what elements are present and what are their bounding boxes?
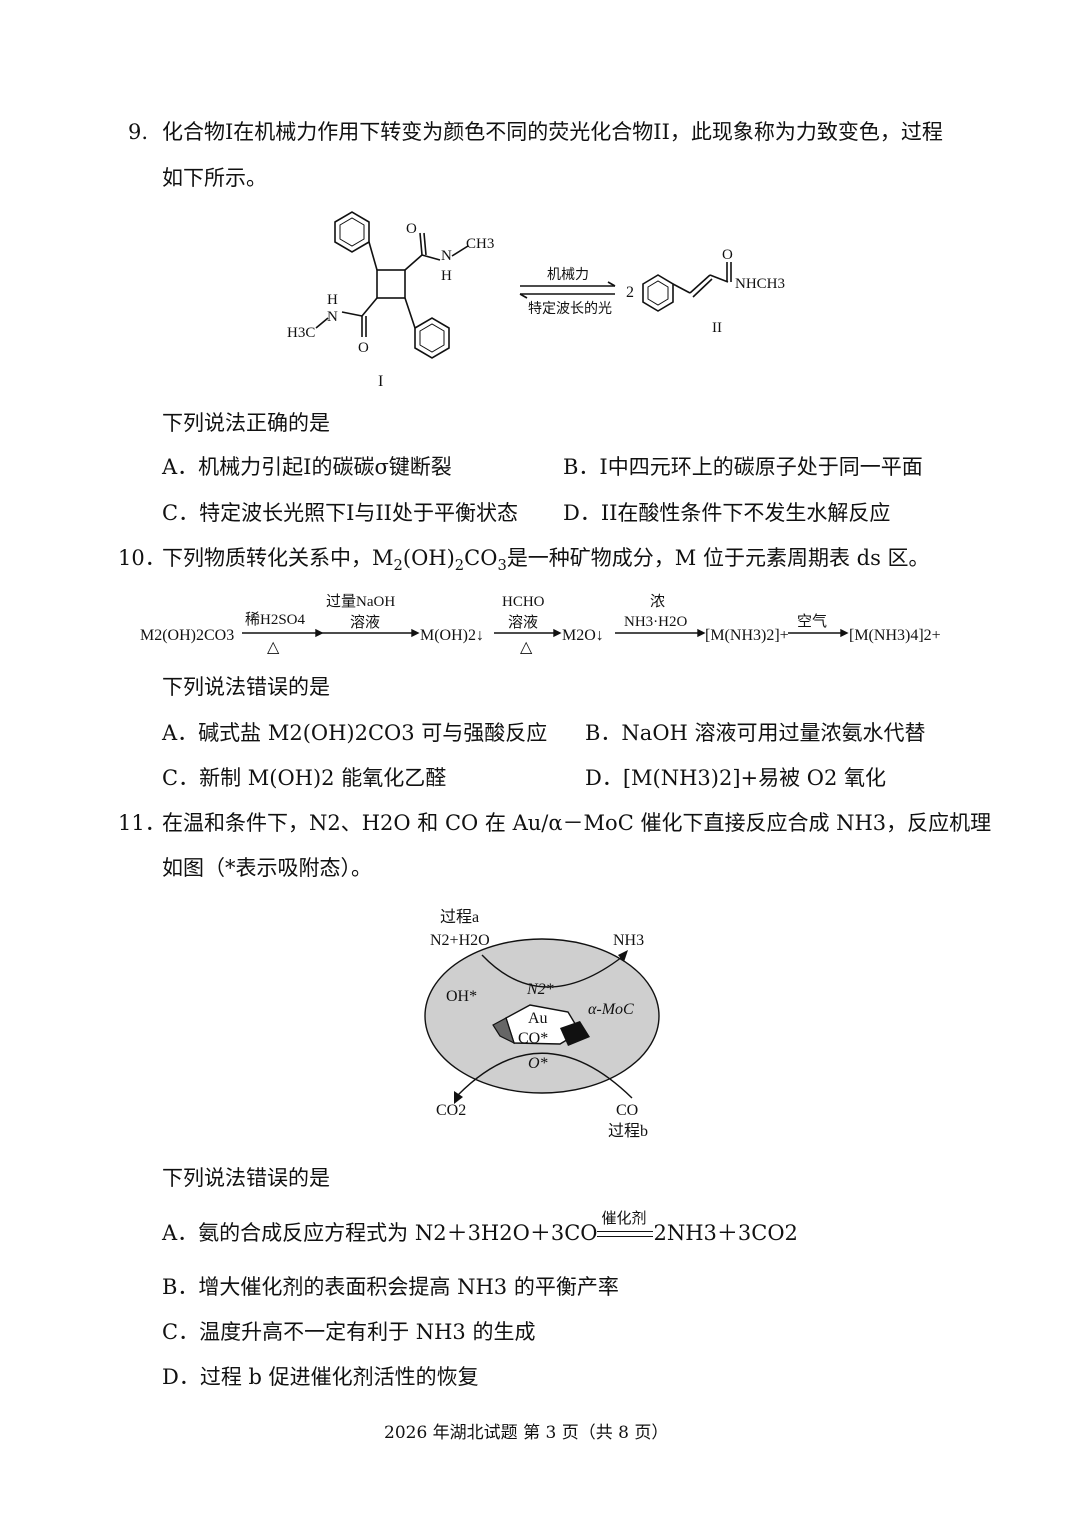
q11-co2-label: CO2: [436, 1102, 466, 1119]
q10-species-3: M2O↓: [562, 627, 604, 644]
q9-reaction-scheme: O N H CH3 H N H3C O I 机械力 特定波长的光 2 O NHC…: [287, 211, 785, 390]
q9-prompt: 下列说法正确的是: [162, 411, 330, 435]
q9-label-II: II: [712, 320, 722, 336]
q9-methyl-bottom: H3C: [287, 325, 315, 341]
q11-n2-adsorbed-label: N2*: [526, 981, 554, 998]
q11-equal-arrow: 催化剂: [597, 1210, 654, 1245]
q10-option-d[interactable]: D．[M(NH3)2]+易被 O2 氧化: [585, 766, 887, 790]
q9-option-c[interactable]: C．特定波长光照下I与II处于平衡状态: [162, 501, 518, 525]
q11-co-label: CO: [616, 1102, 638, 1119]
q10-reagent-2-solution: 溶液: [350, 614, 380, 631]
q11-o-adsorbed-label: O*: [528, 1055, 548, 1072]
q10-reagent-3-solution: 溶液: [508, 614, 538, 631]
q11-co-adsorbed-label: CO*: [518, 1030, 548, 1047]
q9-amide-oxygen-top: O: [406, 221, 417, 237]
q9-option-b[interactable]: B．I中四元环上的碳原子处于同一平面: [563, 455, 923, 479]
q9-option-d[interactable]: D．II在酸性条件下不发生水解反应: [563, 501, 891, 525]
q11-option-c[interactable]: C．温度升高不一定有利于 NH3 的生成: [162, 1320, 536, 1344]
page-footer: 2026 年湖北试题 第 3 页（共 8 页）: [384, 1423, 669, 1443]
q9-amide-h-bottom: H: [327, 292, 338, 308]
q10-stem: 下列物质转化关系中，M2(OH)2CO3是一种矿物成分，M 位于元素周期表 ds…: [162, 546, 930, 575]
q10-condition-3: △: [520, 639, 533, 656]
q9-option-a[interactable]: A．机械力引起I的碳碳σ键断裂: [162, 455, 452, 479]
q9-number: 9.: [128, 120, 149, 144]
q9-amide-n-bottom: N: [327, 309, 338, 325]
q10-option-a[interactable]: A．碱式盐 M2(OH)2CO3 可与强酸反应: [162, 721, 548, 745]
q11-option-d[interactable]: D．过程 b 促进催化剂活性的恢复: [162, 1365, 479, 1389]
q9-methyl-top: CH3: [466, 236, 494, 252]
q10-reagent-1: 稀H2SO4: [245, 611, 306, 628]
q11-moc-label: α-MoC: [588, 1001, 634, 1018]
q10-reagent-5: 空气: [797, 613, 827, 630]
q11-stem-line1: 在温和条件下，N2、H2O 和 CO 在 Au/α－MoC 催化下直接反应合成 …: [162, 811, 992, 835]
q10-reagent-4-conc: 浓: [650, 593, 665, 610]
q11-product-nh3-label: NH3: [613, 932, 644, 949]
q10-prompt: 下列说法错误的是: [162, 675, 330, 699]
q9-stem-line1: 化合物I在机械力作用下转变为颜色不同的荧光化合物II，此现象称为力致变色，过程: [162, 120, 943, 144]
q10-stem-part3: CO: [464, 546, 498, 570]
q11-catalyst-label: 催化剂: [601, 1208, 647, 1227]
q11-option-a-products: 2NH3＋3CO2: [653, 1221, 798, 1245]
q11-oh-adsorbed-label: OH*: [446, 988, 477, 1005]
q10-species-1: M2(OH)2CO3: [140, 627, 234, 644]
q9-amide-n-top: N: [441, 248, 452, 264]
q11-process-a-label: 过程a: [440, 908, 479, 926]
q9-amide-oxygen-bottom: O: [358, 340, 369, 356]
q9-amide-h-top: H: [441, 268, 452, 284]
q11-process-b-label: 过程b: [608, 1122, 648, 1140]
q10-option-c[interactable]: C．新制 M(OH)2 能氧化乙醛: [162, 766, 447, 790]
q10-stem-part2: (OH): [402, 546, 455, 570]
q11-prompt: 下列说法错误的是: [162, 1166, 330, 1190]
q10-condition-1: △: [267, 639, 280, 656]
q10-stem-part4: 是一种矿物成分，M 位于元素周期表 ds 区。: [506, 546, 930, 570]
q10-species-2: M(OH)2↓: [420, 627, 484, 644]
q9-product-nhch3: NHCH3: [735, 276, 785, 292]
q11-number: 11．: [118, 811, 166, 835]
q10-number: 10．: [118, 546, 166, 570]
q11-stem-line2: 如图（*表示吸附态）。: [162, 856, 372, 880]
q10-option-b[interactable]: B．NaOH 溶液可用过量浓氨水代替: [585, 721, 926, 745]
q11-option-b[interactable]: B．增大催化剂的表面积会提高 NH3 的平衡产率: [162, 1275, 619, 1299]
q10-reagent-3: HCHO: [502, 594, 545, 610]
q10-reagent-2: 过量NaOH: [326, 593, 395, 610]
q9-product-oxygen: O: [722, 247, 733, 263]
q9-stem-line2: 如下所示。: [162, 166, 267, 190]
q9-arrow-forward-label: 机械力: [547, 267, 589, 283]
q11-au-label: Au: [528, 1010, 548, 1027]
q10-stem-part1: 下列物质转化关系中，M: [162, 546, 394, 570]
q11-option-a-reactants: A．氨的合成反应方程式为 N2＋3H2O＋3CO: [162, 1221, 598, 1245]
q10-conversion-chain: M2(OH)2CO3 稀H2SO4 △ 过量NaOH 溶液 M(OH)2↓ HC…: [140, 593, 941, 656]
q9-label-I: I: [378, 373, 383, 390]
q10-species-5: [M(NH3)4]2+: [849, 627, 941, 644]
q11-mechanism-diagram: 过程a N2+H2O NH3 OH* N2* Au CO* α-MoC O* C…: [424, 908, 660, 1140]
q10-species-4: [M(NH3)2]+: [705, 627, 789, 644]
q10-reagent-4: NH3·H2O: [624, 614, 687, 630]
q11-reactants-label: N2+H2O: [430, 932, 490, 949]
q9-coefficient: 2: [626, 284, 634, 301]
q9-arrow-reverse-label: 特定波长的光: [528, 301, 612, 317]
